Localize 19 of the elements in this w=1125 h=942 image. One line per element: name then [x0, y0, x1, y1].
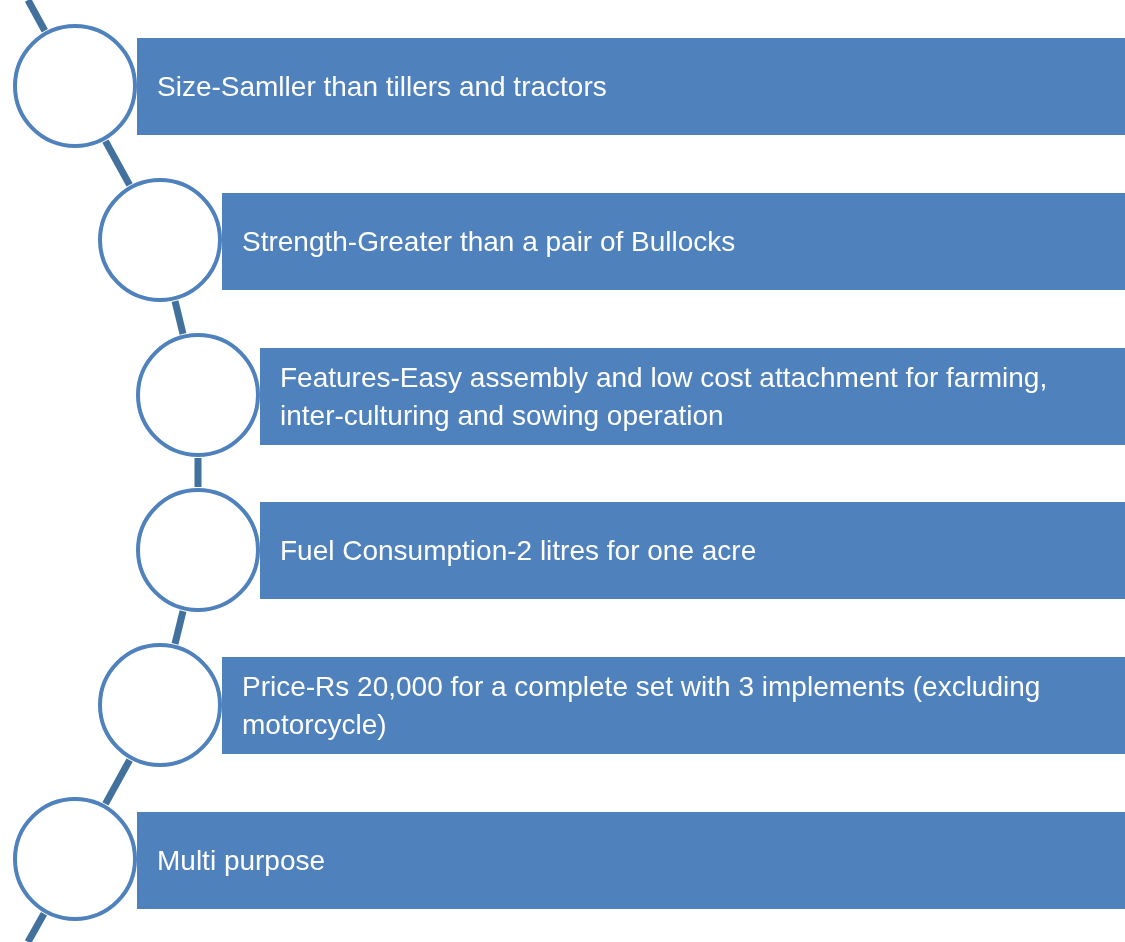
connector-line — [102, 139, 133, 187]
item-text: Price-Rs 20,000 for a complete set with 3 implements (excluding motorcycle) — [242, 669, 1042, 742]
list-bar — [137, 38, 1125, 135]
list-bar — [222, 193, 1125, 290]
connector-line — [24, 0, 48, 33]
list-bar — [137, 812, 1125, 909]
connector-line — [24, 912, 47, 942]
connector-line — [171, 610, 187, 645]
connector-line — [102, 758, 133, 806]
item-text: Strength-Greater than a pair of Bullocks — [242, 224, 736, 259]
list-bar — [222, 657, 1125, 754]
item-text: Size-Samller than tillers and tractors — [157, 69, 607, 104]
list-bar — [260, 348, 1125, 445]
item-text: Features-Easy assembly and low cost attachment for farming, inter-culturing and sowing operation — [280, 360, 1049, 433]
connector-line — [194, 458, 202, 487]
connector-line — [171, 300, 187, 335]
item-text: Fuel Consumption-2 litres for one acre — [280, 533, 757, 568]
list-bar — [260, 502, 1125, 599]
item-text: Multi purpose — [157, 843, 326, 878]
